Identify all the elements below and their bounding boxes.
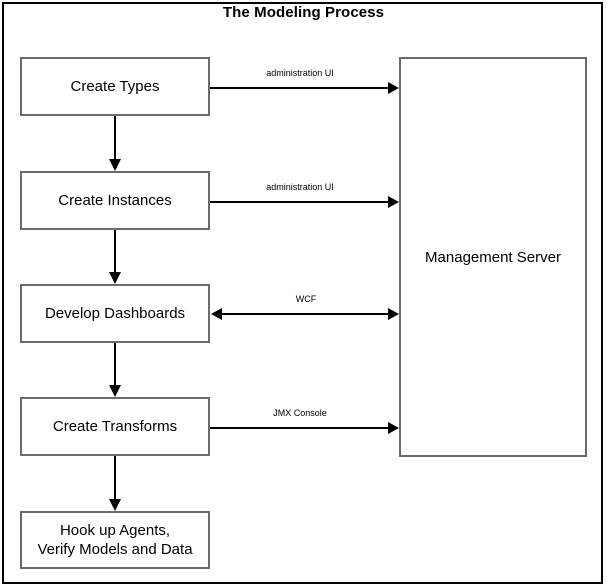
edge-label-wcf: WCF: [295, 294, 317, 304]
node-create-types-label: Create Types: [70, 78, 160, 95]
connector-types-to-server-arrowhead-icon: [388, 82, 399, 94]
node-management-server-label: Management Server: [425, 248, 561, 266]
connector-dashboards-to-transforms-arrowhead-icon: [109, 385, 121, 397]
connector-instances-to-dashboards-line: [114, 230, 116, 272]
connector-dashboards-to-server-line: [222, 313, 390, 315]
diagram-title: The Modeling Process: [222, 4, 385, 21]
node-develop-dashboards-label: Develop Dashboards: [44, 305, 186, 322]
node-create-instances[interactable]: Create Instances: [20, 171, 210, 230]
connector-dashboards-to-transforms-line: [114, 343, 116, 385]
connector-transforms-to-server-line: [210, 427, 390, 429]
connector-instances-to-server-line: [210, 201, 390, 203]
connector-types-to-instances-line: [114, 116, 116, 159]
node-create-transforms-label: Create Transforms: [52, 418, 178, 435]
node-develop-dashboards[interactable]: Develop Dashboards: [20, 284, 210, 343]
connector-transforms-to-agents-line: [114, 456, 116, 499]
edge-label-jmx-console: JMX Console: [273, 408, 327, 418]
connector-instances-to-dashboards-arrowhead-icon: [109, 272, 121, 284]
node-create-transforms[interactable]: Create Transforms: [20, 397, 210, 456]
node-create-types[interactable]: Create Types: [20, 57, 210, 116]
connector-types-to-server-line: [210, 87, 390, 89]
node-create-instances-label: Create Instances: [58, 192, 172, 209]
edge-label-administration-ui-1: administration UI: [266, 68, 334, 78]
connector-transforms-to-server-arrowhead-icon: [388, 422, 399, 434]
node-hook-up-agents-label: Hook up Agents, Verify Models and Data: [37, 522, 193, 558]
connector-dashboards-to-server-arrowhead-right-icon: [388, 308, 399, 320]
connector-instances-to-server-arrowhead-icon: [388, 196, 399, 208]
connector-transforms-to-agents-arrowhead-icon: [109, 499, 121, 511]
connector-dashboards-to-server-arrowhead-left-icon: [211, 308, 222, 320]
connector-types-to-instances-arrowhead-icon: [109, 159, 121, 171]
edge-label-administration-ui-2: administration UI: [266, 182, 334, 192]
node-management-server[interactable]: Management Server: [399, 57, 587, 457]
node-hook-up-agents[interactable]: Hook up Agents, Verify Models and Data: [20, 511, 210, 569]
